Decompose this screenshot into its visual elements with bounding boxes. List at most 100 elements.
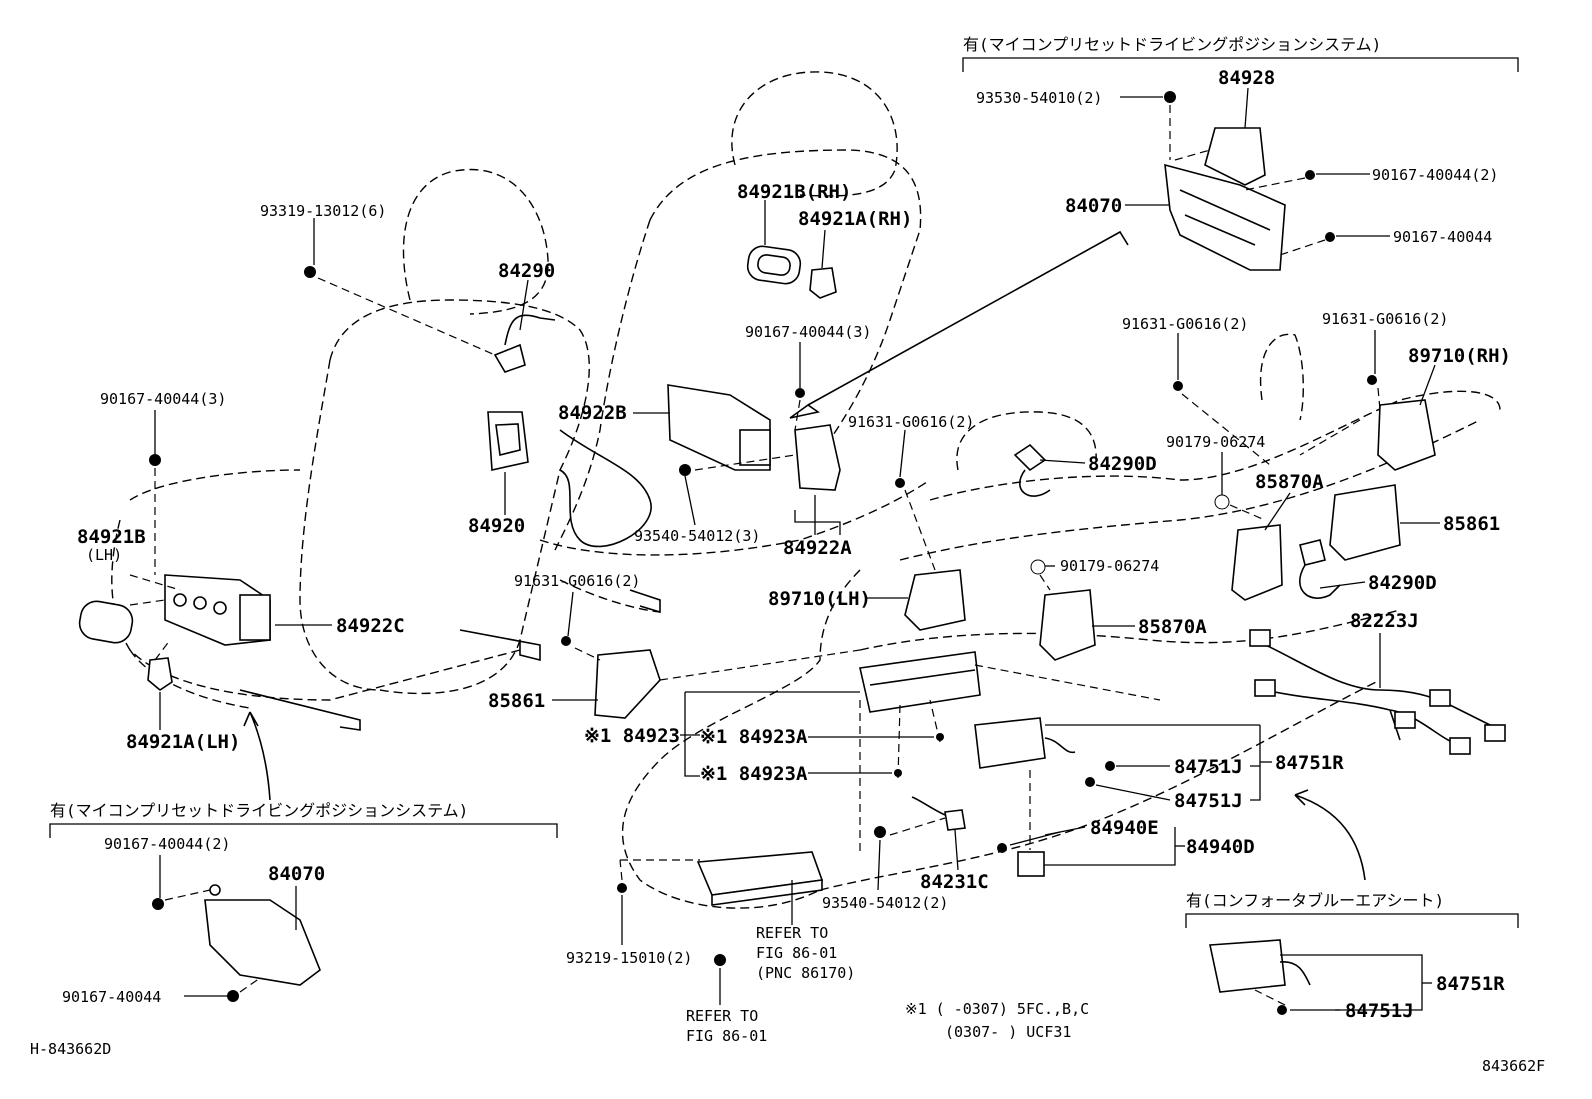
ref1-line3: (PNC 86170) <box>756 964 855 982</box>
ld-91631-d <box>567 591 574 637</box>
label-90167-40044-2-bl: 90167-40044(2) <box>104 835 230 853</box>
label-84290D-a: 84290D <box>1088 453 1157 475</box>
label-91631-G0616-b: 91631-G0616(2) <box>1322 310 1448 328</box>
module-84070-line1 <box>1179 189 1271 231</box>
label-84231C: 84231C <box>920 871 989 893</box>
rear-cushion-front <box>819 679 1381 891</box>
switch-84920-inner <box>495 423 521 456</box>
dl-10 <box>1377 387 1381 411</box>
module-84751R-br <box>1209 939 1286 993</box>
module-84751J <box>974 717 1046 769</box>
ld-93540-2 <box>877 839 881 891</box>
label-85870A-a: 85870A <box>1255 471 1324 493</box>
module-84070-top <box>1164 163 1286 271</box>
bolt-91631-d <box>561 636 571 646</box>
label-84921A-RH: 84921A(RH) <box>798 208 912 230</box>
label-93219-15010: 93219-15010(2) <box>566 949 692 967</box>
bolt-90167-tr2 <box>1325 232 1335 242</box>
module-85870A-b <box>1039 589 1096 661</box>
switch-84940D <box>1017 851 1045 877</box>
left-rail <box>459 629 541 662</box>
bolt-93319 <box>304 266 316 278</box>
module-85870A-a <box>1231 524 1283 601</box>
rear-cushion-mid <box>859 609 1401 651</box>
label-84751R-2: 84751R <box>1436 973 1505 995</box>
bolt-84751J-1 <box>1105 761 1115 771</box>
harness-82223J-c4 <box>1484 724 1506 742</box>
label-84751R-1: 84751R <box>1275 752 1344 774</box>
ld-85870A-a <box>1264 492 1291 531</box>
ld-84231C <box>954 829 959 871</box>
label-84921B-LH-side: (LH) <box>86 546 122 564</box>
mid-rail <box>629 589 661 614</box>
module-85861-left <box>594 649 661 719</box>
bolt-refer <box>714 954 726 966</box>
module-84922A <box>794 424 841 491</box>
label-84921B-RH: 84921B(RH) <box>737 181 851 203</box>
dl-12 <box>1299 419 1361 456</box>
diagram-id-left: H-843662D <box>30 1040 111 1058</box>
ld-91631-c <box>899 429 906 478</box>
dl-17 <box>129 599 166 606</box>
washer-90179-b <box>1030 559 1046 575</box>
rear-seatback <box>929 390 1501 501</box>
module-84070-bl-knob <box>209 884 221 896</box>
bolt-93540-3 <box>679 464 691 476</box>
label-90167-40044-3-mid: 90167-40044(3) <box>745 323 871 341</box>
rear-headrest-left <box>956 411 1097 471</box>
bolt-90167-bl2 <box>227 990 239 1002</box>
label-84923A-2: ※1 84923A <box>700 763 808 785</box>
parts-shapes <box>78 127 1506 993</box>
dashed-leaders <box>129 105 1381 1006</box>
ld-89710-RH <box>1419 364 1436 406</box>
ref2-line2: FIG 86-01 <box>686 1027 767 1045</box>
dl-8 <box>694 454 796 471</box>
label-89710-RH: 89710(RH) <box>1408 345 1511 367</box>
hdr-bracket-tr <box>962 57 1519 72</box>
label-84923A-1: ※1 84923A <box>700 726 808 748</box>
label-82223J: 82223J <box>1350 610 1419 632</box>
switch-84922C-knob3 <box>213 601 227 615</box>
dl-13 <box>904 489 936 571</box>
ref1-line1: REFER TO <box>756 924 828 942</box>
harness-84290-wire <box>504 314 556 346</box>
label-84922C: 84922C <box>336 615 405 637</box>
harness-84290D-a <box>1013 443 1047 472</box>
panel-86170-side <box>711 879 823 906</box>
bolt-84940E <box>997 843 1007 853</box>
dl-7 <box>794 399 801 431</box>
dl-27 <box>239 977 261 993</box>
hdr-bracket-br <box>1185 913 1519 928</box>
note-line1: ※1 ( -0307) 5FC.,B,C <box>905 1000 1089 1018</box>
mid-seatback-left <box>554 219 651 551</box>
sensor-89710-RH <box>1377 399 1436 471</box>
header-bottom-right: 有(コンフォータブルーエアシート) <box>1186 891 1444 910</box>
bolt-93219 <box>617 883 627 893</box>
ld-84290D-a <box>1039 459 1086 464</box>
label-84922A: 84922A <box>783 537 852 559</box>
dl-9 <box>1181 393 1271 466</box>
seat-outlines <box>111 71 1501 909</box>
label-84923: ※1 84923 <box>584 725 680 747</box>
label-91631-G0616-a: 91631-G0616(2) <box>1122 315 1248 333</box>
label-84940E: 84940E <box>1090 817 1159 839</box>
ld-84940E-2 <box>1009 831 1061 846</box>
bolt-91631-c <box>895 478 905 488</box>
label-90167-40044-bl: 90167-40044 <box>62 988 161 1006</box>
label-91631-G0616-c: 91631-G0616(2) <box>848 413 974 431</box>
label-84751J-1: 84751J <box>1174 756 1243 778</box>
dl-4 <box>1279 239 1326 256</box>
dl-20 <box>974 664 1161 701</box>
dl-15 <box>574 647 601 661</box>
sensor-84231C <box>944 809 966 831</box>
knob-84921A-LH <box>147 657 173 691</box>
dl-14 <box>1039 574 1051 591</box>
label-84928: 84928 <box>1218 67 1275 89</box>
dl-5 <box>317 277 496 356</box>
arrows <box>243 230 1366 881</box>
arrow-to-seat <box>789 230 1129 419</box>
bolt-91631-a <box>1173 381 1183 391</box>
bolt-84751J-3 <box>1277 1005 1287 1015</box>
label-89710-LH: 89710(LH) <box>768 588 871 610</box>
